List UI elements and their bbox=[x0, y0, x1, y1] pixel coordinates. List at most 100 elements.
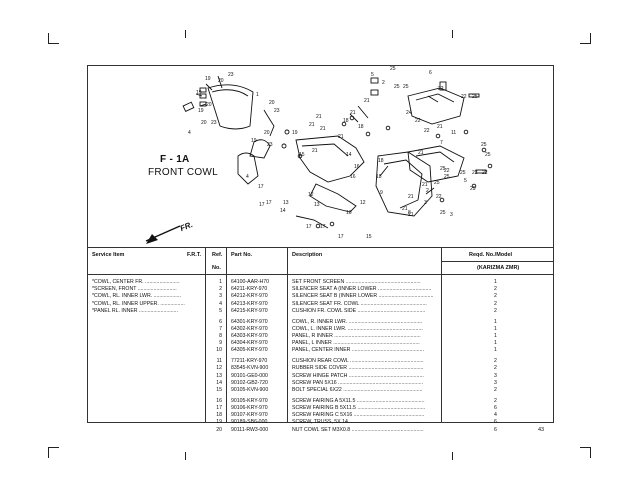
cell-ref: 15 bbox=[216, 387, 222, 393]
cell-desc: SCREW PAN 5X16 .........................… bbox=[292, 379, 424, 386]
service-items-list: *COWL, CENTER FR. ......................… bbox=[92, 279, 185, 315]
cell-ref: 5 bbox=[219, 307, 222, 314]
cell-ref: 12 bbox=[216, 365, 222, 372]
cell-desc: COWL, L. INNER LWR. ....................… bbox=[292, 325, 423, 332]
callout-number: 16 bbox=[350, 174, 356, 180]
cell-part: 90105-KVN-900 bbox=[231, 387, 269, 393]
cell-part: 90189-SB6-000 bbox=[231, 419, 268, 426]
callout-number: 2 bbox=[426, 188, 429, 194]
callout-number: 21 bbox=[316, 114, 322, 120]
cell-desc: BOLT SPECIAL 6X22 ......................… bbox=[292, 387, 423, 393]
diagram-subtitle: FRONT COWL bbox=[148, 167, 219, 178]
callout-number: 25 bbox=[444, 174, 450, 180]
callout-number: 9 bbox=[380, 190, 383, 196]
callout-number: 19 bbox=[292, 130, 298, 136]
cell-qty: 6 bbox=[494, 419, 497, 426]
callout-number: 2 bbox=[382, 80, 385, 86]
table-header-rule bbox=[88, 274, 553, 275]
header-part-no: Part No. bbox=[231, 252, 253, 258]
cell-qty: 1 bbox=[494, 347, 497, 354]
cell-ref: 19 bbox=[216, 419, 222, 426]
cell-desc: SCREW FAIRING B 5X11.5 .................… bbox=[292, 405, 426, 411]
callout-number: 21 bbox=[364, 98, 370, 104]
callout-number: 4 bbox=[188, 130, 191, 136]
callout-number: 17 bbox=[259, 202, 265, 208]
callout-number: 25 bbox=[394, 84, 400, 90]
callout-number: 25 bbox=[470, 186, 476, 192]
cell-ref: 4 bbox=[219, 300, 222, 307]
cell-ref: 14 bbox=[216, 379, 222, 386]
cell-part: 64213-KRY-970 bbox=[231, 300, 268, 307]
callout-number: 13 bbox=[283, 200, 289, 206]
callout-number: 25 bbox=[440, 210, 446, 216]
callout-number: 17 bbox=[306, 224, 312, 230]
cell-part: 90102-GB2-720 bbox=[231, 379, 268, 386]
cell-desc: SILENCER SEAT FR. COWL .................… bbox=[292, 300, 427, 307]
service-item: *COWL, RL. INNER UPPER. ................… bbox=[92, 300, 185, 307]
callout-number: 22 bbox=[461, 94, 467, 100]
header-service-item: Service Item bbox=[92, 252, 125, 258]
cell-qty: 2 bbox=[494, 387, 497, 393]
cell-desc: PANEL, R INNER .........................… bbox=[292, 333, 421, 339]
callout-number: 22 bbox=[438, 86, 444, 92]
callout-number: 20 bbox=[206, 102, 212, 108]
cell-qty: 3 bbox=[494, 379, 497, 386]
callout-number: 23 bbox=[274, 108, 280, 114]
cell-desc: SCREW HINGE PATCH ......................… bbox=[292, 372, 424, 379]
callout-number: 18 bbox=[358, 124, 364, 130]
page-number: 43 bbox=[538, 427, 545, 433]
callout-number: 20 bbox=[201, 120, 207, 126]
callout-number: 22 bbox=[415, 118, 421, 124]
cell-ref: 9 bbox=[219, 340, 222, 347]
cell-qty: 4 bbox=[494, 412, 497, 419]
callout-number: 3 bbox=[450, 212, 453, 218]
cell-part: 83545-KVN-900 bbox=[231, 365, 269, 372]
header-description: Description bbox=[292, 252, 323, 258]
crop-mark-top-right bbox=[580, 33, 591, 44]
service-item: *PANEL RL. INNER .......................… bbox=[92, 307, 178, 314]
service-item: *COWL, RL. INNER LWR. ..................… bbox=[92, 293, 181, 300]
callout-number: 10 bbox=[346, 210, 352, 216]
callout-number: 25 bbox=[440, 166, 446, 172]
diagram-title: F - 1A bbox=[160, 154, 190, 165]
callout-number: 22 bbox=[424, 128, 430, 134]
callout-number: 22 bbox=[482, 170, 488, 176]
crop-mark-bottom-right bbox=[580, 447, 591, 458]
cell-qty: 1 bbox=[494, 279, 497, 285]
cell-part: 77211-KRY-970 bbox=[231, 358, 268, 365]
callout-number: 21 bbox=[408, 212, 414, 218]
cell-qty: 2 bbox=[494, 293, 497, 300]
cell-desc: SET FRONT SCREEN .......................… bbox=[292, 279, 421, 285]
cell-part: 90101-GE0-000 bbox=[231, 372, 268, 379]
cell-qty: 2 bbox=[494, 300, 497, 307]
cell-desc: CUSHION REAR COWL ......................… bbox=[292, 358, 424, 365]
callout-number: 11 bbox=[451, 130, 456, 136]
callout-number: 25 bbox=[390, 66, 396, 72]
crop-mark-top-left bbox=[48, 33, 59, 44]
cell-desc: PANEL, CENTER INNER ....................… bbox=[292, 347, 424, 354]
cell-qty: 2 bbox=[494, 286, 497, 293]
callout-number: 21 bbox=[350, 110, 356, 116]
cell-part: 64305-KRY-970 bbox=[231, 347, 268, 354]
callout-number: 23 bbox=[211, 120, 217, 126]
cell-ref: 18 bbox=[216, 412, 222, 419]
header-ref: Ref. bbox=[212, 252, 223, 258]
callout-number: 19 bbox=[205, 76, 211, 82]
cell-desc: SCREW FAIRING A 5X11.5 .................… bbox=[292, 397, 425, 404]
cell-ref: 17 bbox=[216, 405, 222, 411]
crop-tick-top-a bbox=[185, 30, 187, 38]
cell-part: 64211-KRY-970 bbox=[231, 286, 268, 293]
header-frt: F.R.T. bbox=[187, 252, 202, 258]
callout-number: 5 bbox=[371, 72, 374, 78]
callout-number: 21 bbox=[437, 124, 443, 130]
cell-qty: 6 bbox=[494, 426, 497, 433]
callout-number: 12 bbox=[308, 192, 314, 198]
callout-number: 17 bbox=[320, 224, 326, 230]
callout-number: 25 bbox=[472, 94, 478, 100]
callout-number: 20 bbox=[264, 130, 270, 136]
callout-number: 19 bbox=[251, 138, 257, 144]
cell-ref: 10 bbox=[216, 347, 222, 354]
cell-part: 90106-KRY-970 bbox=[231, 405, 268, 411]
header-reqd: Reqd. No./Model bbox=[469, 252, 513, 258]
callout-number: 13 bbox=[314, 202, 320, 208]
